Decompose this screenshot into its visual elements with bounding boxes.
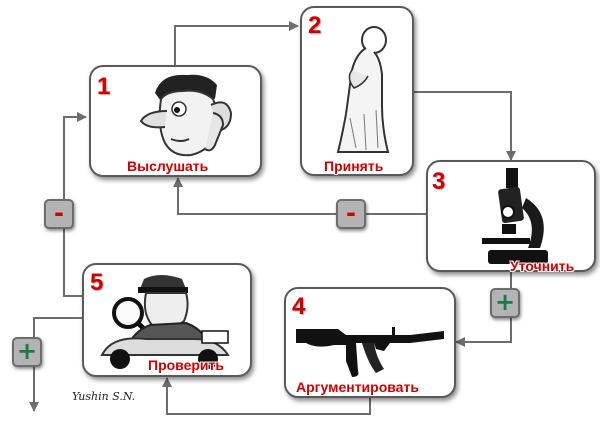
step-1-number: 1 (97, 73, 111, 100)
step-5-label: Проверить (148, 357, 224, 373)
bowing-monk-icon (336, 26, 390, 153)
author-signature: Yushin S.N. (72, 390, 136, 403)
step-4-number: 4 (292, 293, 306, 320)
step-5-number: 5 (90, 269, 104, 296)
step-4-label: Аргументировать (296, 379, 419, 395)
arrow-5-exit (29, 317, 84, 412)
step-5-box[interactable]: 5 Проверить (82, 263, 252, 377)
step-3-label: Уточнить (510, 258, 575, 274)
step-1-label: Выслушать (127, 158, 209, 174)
minus-badge-left: - (44, 199, 74, 229)
inspector-with-magnifier-icon (100, 275, 230, 369)
step-1-box[interactable]: 1 Выслушать (89, 65, 262, 177)
microscope-icon (482, 168, 548, 264)
step-2-box[interactable]: 2 Принять (300, 6, 414, 176)
rifle-icon (296, 327, 444, 377)
plus-badge-exit: + (12, 337, 42, 367)
minus-badge-middle: - (336, 199, 366, 229)
step-3-number: 3 (432, 168, 446, 195)
step-4-box[interactable]: 4 Аргументировать (284, 287, 456, 398)
listening-man-icon (139, 74, 233, 157)
step-3-box[interactable]: 3 Уточнить (426, 160, 596, 274)
arrow-4-to-5 (162, 377, 371, 415)
step-2-label: Принять (324, 158, 384, 174)
step-2-number: 2 (308, 12, 322, 39)
plus-badge-right: + (490, 288, 520, 318)
arrow-1-to-2 (174, 21, 299, 65)
arrow-2-to-3 (414, 91, 516, 161)
arrow-3-to-1 (173, 177, 426, 215)
